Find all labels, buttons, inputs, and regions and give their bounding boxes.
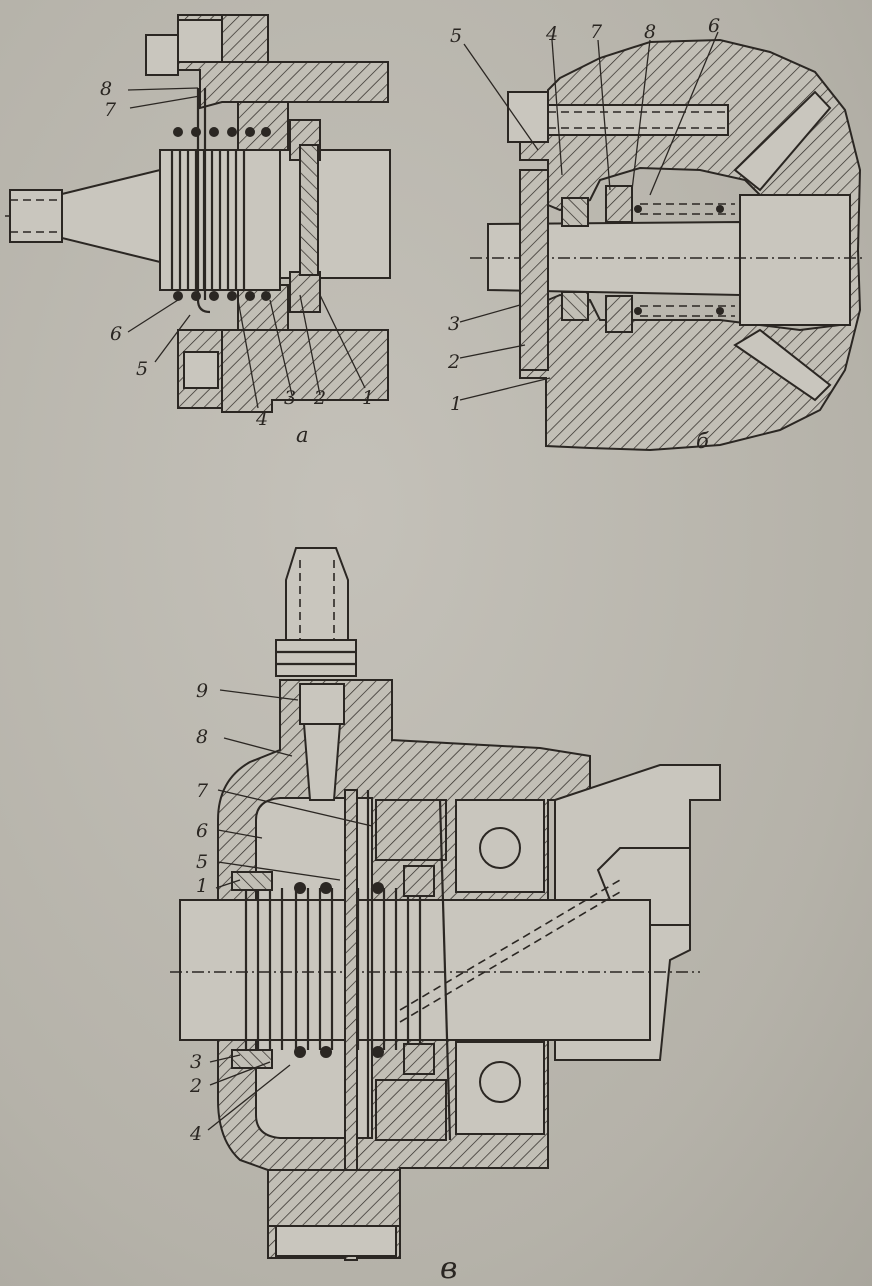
fig-b-label-2: 2: [447, 351, 460, 373]
fig-a-label-6: 6: [110, 323, 122, 345]
fig-a-caption: а: [296, 423, 309, 447]
fig-b-label-3: 3: [448, 313, 460, 335]
figure-c-labels: 9 8 7 6 5 1 3 2 4 в: [189, 680, 457, 1286]
fig-b-label-8: 8: [644, 21, 656, 43]
fig-b-label-4: 4: [545, 23, 558, 45]
fig-b-label-6: 6: [708, 15, 720, 37]
fig-a-label-7: 7: [104, 99, 117, 121]
figure-b-spring: [634, 203, 735, 317]
figure-a-drawing: [5, 14, 395, 413]
fig-c-label-4: 4: [189, 1123, 202, 1145]
fig-c-label-6: 6: [196, 820, 208, 842]
fig-b-caption: б: [696, 429, 709, 453]
fig-b-label-5: 5: [450, 25, 462, 47]
fig-b-label-7: 7: [590, 21, 603, 43]
fig-c-label-9: 9: [196, 680, 208, 702]
figure-b-drawing: [459, 31, 865, 452]
fig-c-label-5: 5: [196, 851, 208, 873]
fig-c-label-3: 3: [190, 1051, 202, 1073]
fig-a-label-5: 5: [136, 358, 148, 380]
fig-a-label-1: 1: [362, 387, 374, 409]
figure-c-drawing: [170, 547, 721, 1261]
fig-a-label-4: 4: [255, 408, 268, 430]
figure-b-labels: 5 4 7 8 6 3 2 1 б: [447, 15, 720, 453]
fig-a-label-8: 8: [100, 78, 112, 100]
fig-c-label-8: 8: [196, 726, 208, 748]
fig-c-label-1: 1: [196, 875, 208, 897]
fig-b-label-1: 1: [450, 393, 462, 415]
fig-c-label-2: 2: [189, 1075, 202, 1097]
fig-c-caption: в: [440, 1251, 457, 1286]
fig-c-label-7: 7: [196, 780, 209, 802]
fig-a-label-3: 3: [284, 387, 296, 409]
figure-a-labels: 8 7 6 5 4 3 2 1 а: [100, 78, 374, 447]
fig-a-label-2: 2: [313, 387, 326, 409]
figure-a-bellows: [159, 149, 281, 291]
